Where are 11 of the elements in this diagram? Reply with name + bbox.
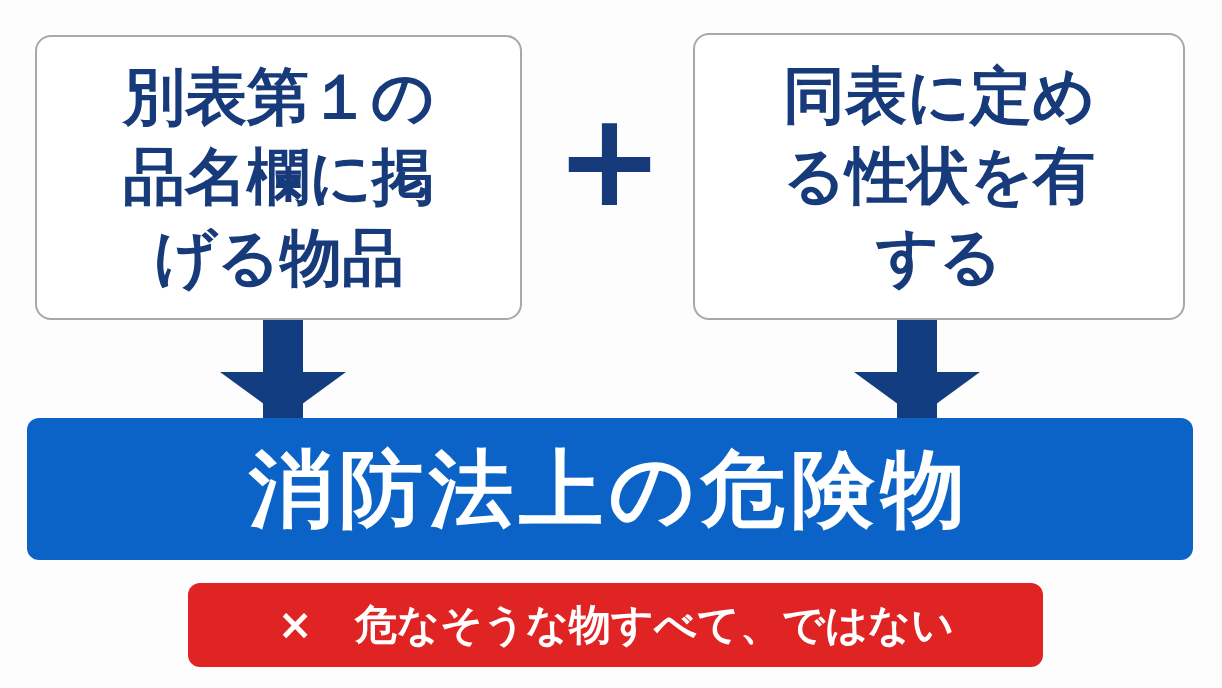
box-text: 別表第１の品名欄に掲げる物品 [121, 58, 435, 296]
text-box [35, 35, 522, 320]
title-banner [27, 418, 1193, 560]
box-text: 同表に定める性状を有する [782, 57, 1096, 295]
warning-banner [188, 583, 1043, 667]
text-box [693, 33, 1185, 320]
warning-text: × 危なそうな物すべて、ではない [277, 601, 954, 649]
block-arrow [220, 320, 346, 418]
plus-sign: + [555, 95, 655, 225]
block-arrow [854, 320, 980, 418]
banner-text: 消防法上の危険物 [249, 442, 971, 536]
